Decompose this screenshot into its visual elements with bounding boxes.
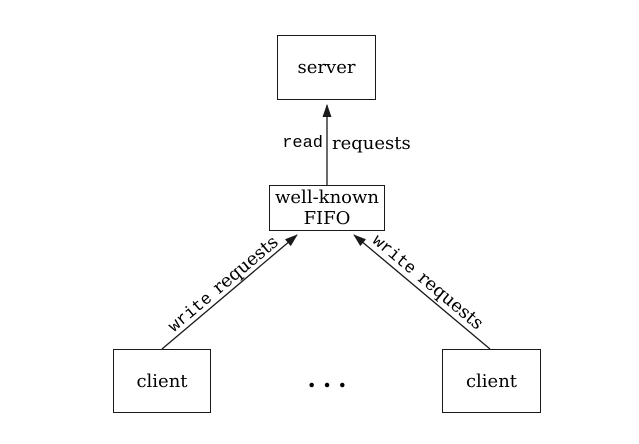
well-known-fifo-box: well-known FIFO bbox=[269, 185, 385, 231]
fifo-label-line2: FIFO bbox=[303, 208, 351, 229]
read-requests-label-noun: requests bbox=[332, 133, 411, 154]
server-box: server bbox=[277, 35, 376, 100]
client-left-label: client bbox=[136, 370, 188, 392]
read-requests-label-verb: read bbox=[282, 134, 323, 153]
arrow-write-requests-right bbox=[353, 234, 491, 350]
fifo-label-line1: well-known bbox=[275, 187, 379, 208]
server-label: server bbox=[297, 57, 356, 78]
clients-ellipsis: ... bbox=[307, 364, 354, 393]
arrow-write-requests-left bbox=[161, 234, 298, 350]
client-right-label: client bbox=[465, 370, 518, 392]
client-box-left: client bbox=[113, 349, 211, 413]
client-box-right: client bbox=[442, 349, 541, 413]
